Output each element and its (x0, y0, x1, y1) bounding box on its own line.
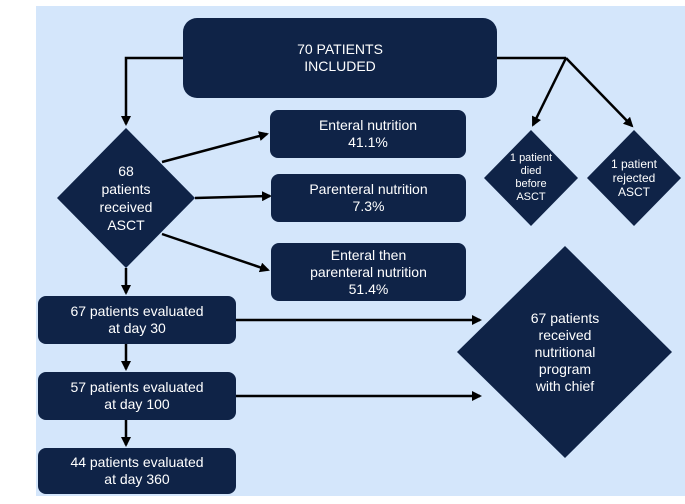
label-died-before: 1 patient died before ASCT (509, 152, 553, 203)
arrow-included-to-asct (121, 56, 186, 126)
node-day360: 44 patients evaluated at day 360 (38, 448, 236, 494)
nutritional-program-diamond (457, 246, 672, 458)
arrow-to-enteral (161, 131, 269, 164)
arrow-to-parenteral (194, 191, 272, 202)
arrow-to-died-before (531, 57, 568, 127)
arrow-to-rejected (565, 57, 634, 128)
node-included: 70 PATIENTS INCLUDED (183, 18, 497, 98)
node-enteral: Enteral nutrition 41.1% (270, 110, 466, 158)
arrow-to-enteral-then-parenteral (161, 232, 270, 273)
label-received-asct: 68 patients received ASCT (99, 163, 153, 233)
node-day100: 57 patients evaluated at day 100 (38, 372, 236, 420)
label-nutritional-program: 67 patients received nutritional program… (530, 310, 600, 394)
rejected-diamond (587, 130, 681, 226)
label-rejected: 1 patient rejected ASCT (610, 157, 658, 199)
received-asct-diamond (57, 128, 195, 268)
node-day30: 67 patients evaluated at day 30 (38, 296, 236, 344)
node-enteral-then-parenteral: Enteral then parenteral nutrition 51.4% (271, 243, 466, 301)
died-before-diamond (484, 130, 578, 226)
node-parenteral: Parenteral nutrition 7.3% (271, 174, 466, 222)
